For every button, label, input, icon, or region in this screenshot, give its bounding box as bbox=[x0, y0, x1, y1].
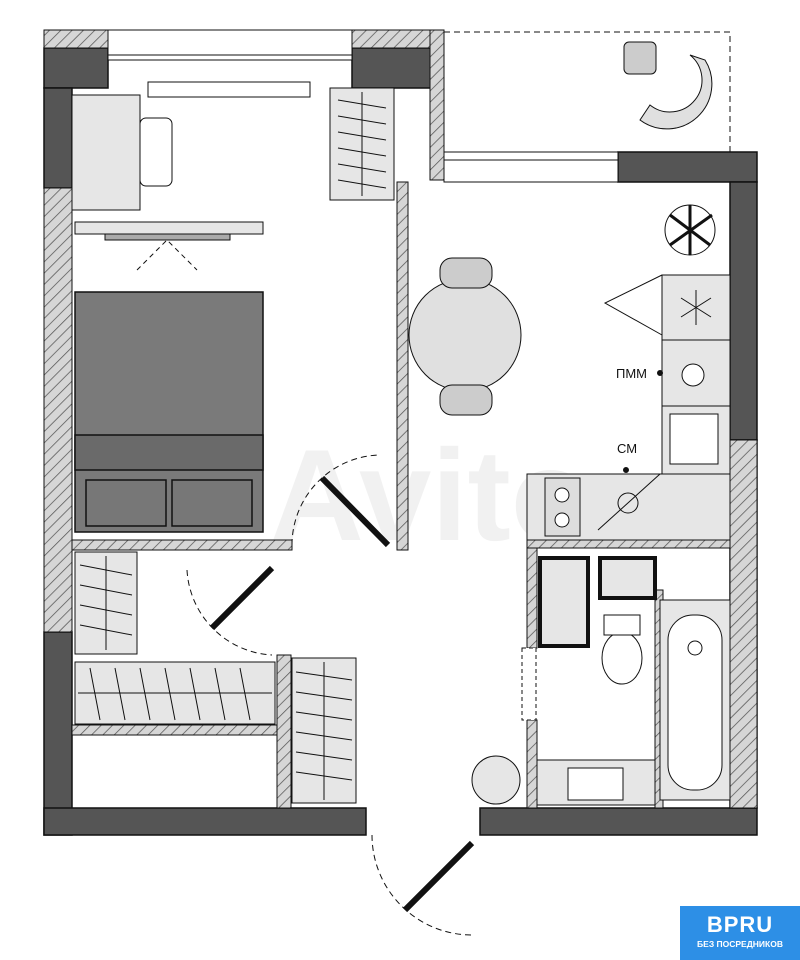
armchair bbox=[639, 54, 713, 130]
dining-table bbox=[408, 278, 522, 392]
kitchen bbox=[526, 274, 731, 541]
logo-tagline: БЕЗ ПОСРЕДНИКОВ bbox=[697, 939, 783, 949]
partition-walls bbox=[43, 181, 758, 809]
tv bbox=[104, 233, 231, 241]
balcony bbox=[443, 31, 731, 153]
parapet bbox=[43, 29, 109, 49]
plant-icon bbox=[664, 204, 716, 256]
hangers bbox=[337, 92, 387, 196]
balcony-wall bbox=[429, 29, 445, 181]
chair bbox=[439, 384, 493, 416]
parapet bbox=[351, 29, 433, 49]
bed bbox=[74, 291, 264, 533]
tv-view-cone bbox=[136, 239, 198, 271]
toilet bbox=[601, 631, 643, 685]
washing-machine-label: СМ bbox=[617, 441, 637, 456]
bathroom bbox=[536, 556, 731, 806]
desk bbox=[71, 81, 311, 211]
closets bbox=[74, 551, 357, 804]
doors bbox=[186, 454, 537, 936]
bpru-logo: BPRU БЕЗ ПОСРЕДНИКОВ bbox=[680, 906, 800, 960]
logo-brand: BPRU bbox=[706, 912, 774, 937]
pillow bbox=[85, 479, 167, 527]
side-table bbox=[623, 41, 657, 75]
chair bbox=[439, 257, 493, 289]
dishwasher-label: ПММ bbox=[616, 366, 647, 381]
laundry-basket bbox=[471, 755, 521, 805]
pillow bbox=[171, 479, 253, 527]
tv-shelf bbox=[74, 221, 264, 235]
